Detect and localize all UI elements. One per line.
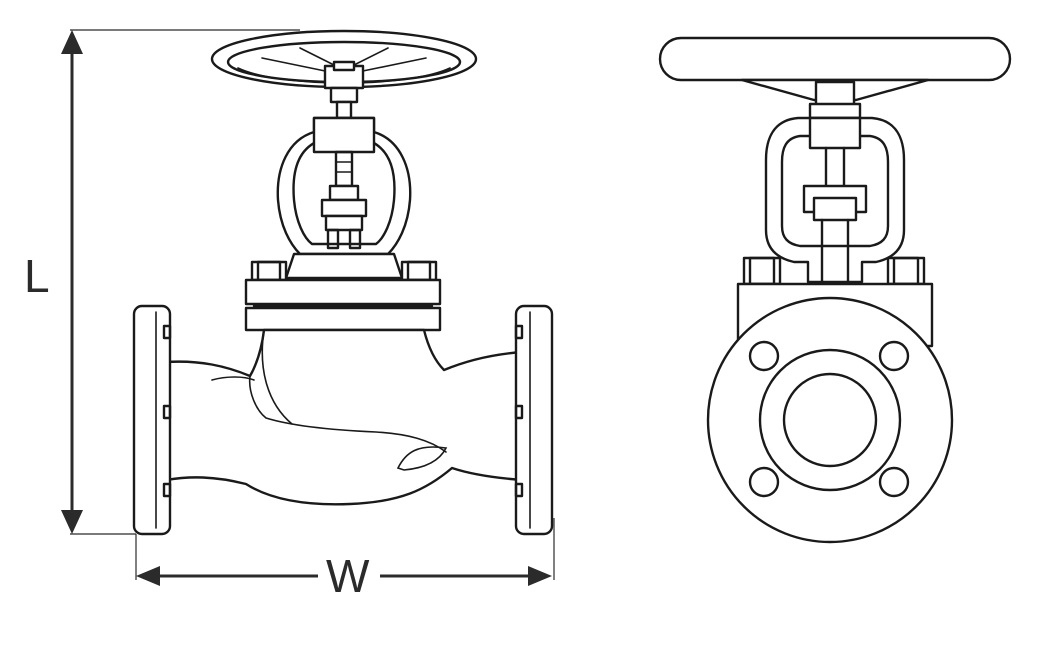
height-arrow-bottom: [61, 510, 83, 534]
stem-front: [329, 86, 359, 120]
yoke-front: [276, 116, 412, 256]
flange-right-front: [514, 304, 554, 536]
bonnet-front: [244, 252, 442, 332]
valve-front-view: [132, 29, 554, 536]
height-dimension: L: [24, 29, 300, 535]
width-label: W: [326, 550, 370, 602]
handwheel-front: [210, 29, 478, 90]
width-arrow-right: [528, 566, 552, 586]
body-front: [164, 328, 524, 506]
valve-side-view: [658, 36, 1012, 544]
width-dimension: W: [135, 518, 555, 602]
width-arrow-left: [136, 566, 160, 586]
height-label: L: [24, 250, 50, 302]
flange-left-front: [132, 304, 172, 536]
handwheel-side: [658, 36, 1012, 120]
yoke-side: [764, 116, 906, 284]
height-arrow-top: [61, 30, 83, 54]
bolts-side: [742, 256, 926, 286]
flange-face-side: [706, 296, 954, 544]
